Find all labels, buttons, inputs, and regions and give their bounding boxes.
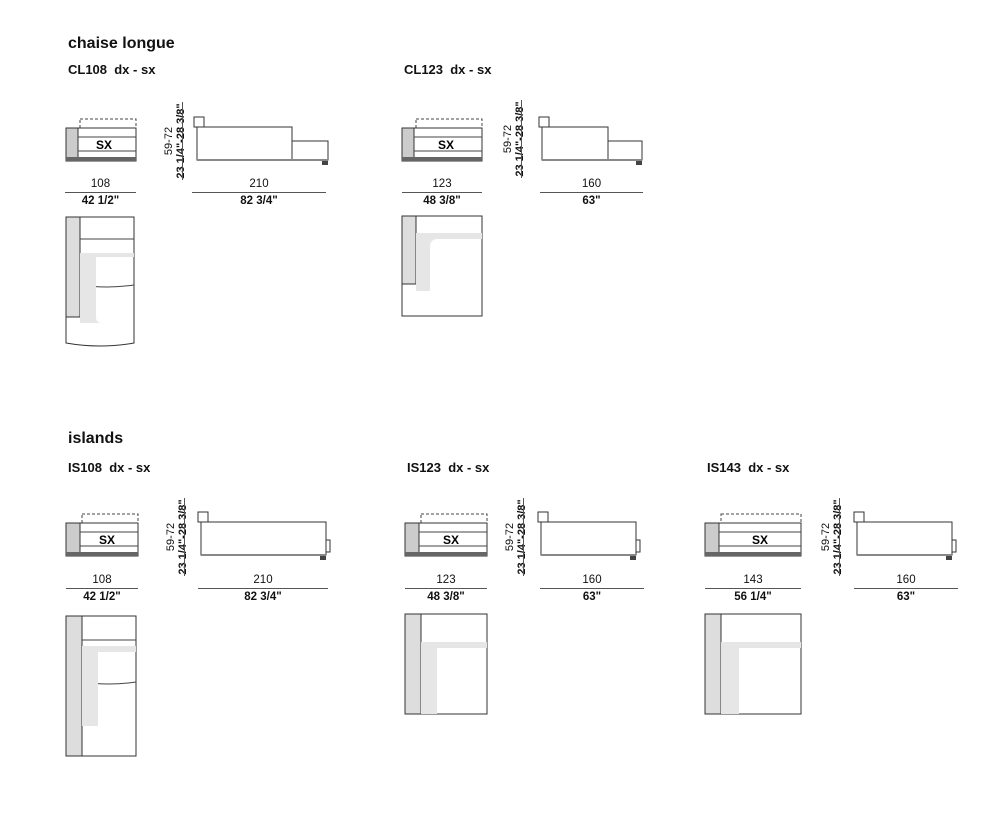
width-cm: 143 (705, 573, 801, 589)
width-cm: 108 (65, 177, 136, 193)
length-in: 63" (896, 591, 916, 603)
section-title-chaise-longue: chaise longue (68, 35, 175, 52)
width-in: 48 3/8" (423, 195, 461, 207)
length-cm: 160 (854, 573, 958, 589)
height-dim-line (182, 102, 183, 180)
height-cm: 59-72 (820, 522, 832, 552)
height-cm: 59-72 (504, 522, 516, 552)
width-dim-is143: 143 56 1/4" (705, 573, 801, 604)
height-in: 23 1/4"-28 3/8" (514, 101, 526, 177)
width-dim-cl108: 108 42 1/2" (65, 177, 136, 208)
length-dim-is123: 160 63" (540, 573, 644, 604)
height-dim-cl108: 59-72 23 1/4"-28 3/8" (163, 102, 187, 180)
front-label-is143: SX (752, 533, 768, 547)
height-in: 23 1/4"-28 3/8" (516, 499, 528, 575)
height-dim-is108: 59-72 23 1/4"-28 3/8" (165, 498, 189, 576)
model-title-cl123: CL123 dx - sx (404, 62, 492, 77)
length-cm: 210 (192, 177, 326, 193)
width-in: 48 3/8" (427, 591, 465, 603)
model-title-is123: IS123 dx - sx (407, 460, 490, 475)
width-in: 56 1/4" (734, 591, 772, 603)
front-view-is123: SX (404, 513, 488, 557)
length-dim-is108: 210 82 3/4" (198, 573, 328, 604)
height-dim-line (521, 100, 522, 178)
top-view-is108 (65, 615, 137, 757)
front-view-cl108: SX (65, 118, 137, 162)
front-view-is108: SX (65, 513, 139, 557)
front-view-is143: SX (704, 513, 802, 557)
height-dim-cl123: 59-72 23 1/4"-28 3/8" (502, 100, 526, 178)
width-cm: 123 (402, 177, 482, 193)
height-cm: 59-72 (163, 126, 175, 156)
width-dim-is108: 108 42 1/2" (66, 573, 138, 604)
side-view-is108 (197, 511, 331, 560)
height-in: 23 1/4"-28 3/8" (177, 499, 189, 575)
length-dim-cl123: 160 63" (540, 177, 643, 208)
top-view-cl108 (65, 216, 135, 347)
length-dim-is143: 160 63" (854, 573, 958, 604)
top-view-cl123 (401, 215, 483, 317)
top-view-is143 (704, 613, 802, 715)
model-title-cl108: CL108 dx - sx (68, 62, 156, 77)
height-dim-line (184, 498, 185, 576)
height-cm: 59-72 (502, 124, 514, 154)
length-in: 63" (582, 195, 601, 207)
front-label-cl108: SX (96, 138, 112, 152)
model-title-is108: IS108 dx - sx (68, 460, 151, 475)
height-in: 23 1/4"-28 3/8" (832, 499, 844, 575)
length-cm: 160 (540, 177, 643, 193)
length-dim-cl108: 210 82 3/4" (192, 177, 326, 208)
top-view-is123 (404, 613, 488, 715)
side-view-cl123 (538, 116, 643, 165)
height-in: 23 1/4"-28 3/8" (175, 103, 187, 179)
side-view-is143 (853, 511, 957, 560)
height-dim-line (523, 498, 524, 576)
section-title-islands: islands (68, 430, 124, 447)
height-dim-line (839, 498, 840, 576)
model-title-is143: IS143 dx - sx (707, 460, 790, 475)
length-in: 82 3/4" (240, 195, 278, 207)
length-in: 82 3/4" (244, 591, 282, 603)
width-in: 42 1/2" (83, 591, 121, 603)
width-in: 42 1/2" (81, 195, 120, 207)
front-view-cl123: SX (401, 118, 483, 162)
width-dim-cl123: 123 48 3/8" (402, 177, 482, 208)
side-view-is123 (537, 511, 641, 560)
length-cm: 210 (198, 573, 328, 589)
height-cm: 59-72 (165, 522, 177, 552)
width-dim-is123: 123 48 3/8" (405, 573, 487, 604)
height-dim-is123: 59-72 23 1/4"-28 3/8" (504, 498, 528, 576)
length-in: 63" (582, 591, 602, 603)
height-dim-is143: 59-72 23 1/4"-28 3/8" (820, 498, 844, 576)
length-cm: 160 (540, 573, 644, 589)
front-label-is123: SX (443, 533, 459, 547)
width-cm: 108 (66, 573, 138, 589)
side-view-cl108 (193, 116, 329, 165)
front-label-is108: SX (99, 533, 115, 547)
front-label-cl123: SX (438, 138, 454, 152)
width-cm: 123 (405, 573, 487, 589)
